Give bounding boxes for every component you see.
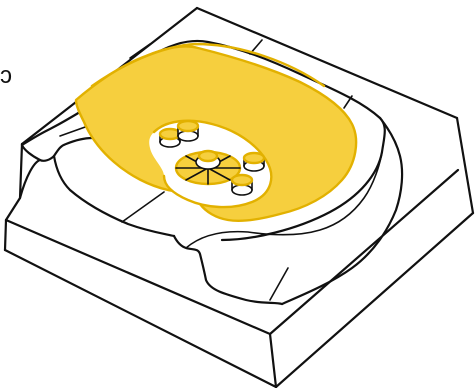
seat-a-top	[160, 129, 180, 139]
cropped-edge-label: ɔ	[0, 62, 14, 90]
seat-c-top	[244, 153, 264, 163]
seat-b-top	[178, 121, 198, 131]
seat-d-top	[232, 175, 252, 185]
block-left-vertical-edge	[5, 220, 6, 250]
central-hub-top	[199, 151, 217, 161]
